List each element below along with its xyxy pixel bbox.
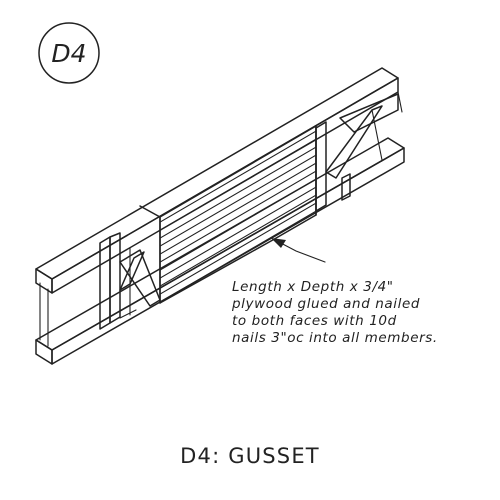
note-line-4: nails 3"oc into all members. bbox=[232, 330, 438, 346]
truss-assembly bbox=[35, 67, 405, 365]
detail-badge-label: D4 bbox=[51, 39, 86, 68]
leader-arrow bbox=[271, 238, 326, 263]
web-members bbox=[315, 91, 403, 212]
note-line-2: plywood glued and nailed bbox=[231, 296, 420, 312]
note-line-1: Length x Depth x 3/4" bbox=[232, 279, 394, 295]
plywood-hatching bbox=[160, 126, 316, 303]
top-chord bbox=[35, 67, 399, 294]
note-line-3: to both faces with 10d bbox=[232, 313, 397, 329]
detail-badge: D4 bbox=[38, 22, 100, 84]
end-verticals bbox=[39, 232, 121, 347]
arrowhead-icon bbox=[271, 238, 286, 248]
plywood-gusset bbox=[139, 125, 317, 304]
detail-title: D4: GUSSET bbox=[180, 444, 320, 468]
detail-badge-circle bbox=[38, 22, 100, 84]
gusset-specification-note: Length x Depth x 3/4" plywood glued and … bbox=[231, 279, 438, 346]
